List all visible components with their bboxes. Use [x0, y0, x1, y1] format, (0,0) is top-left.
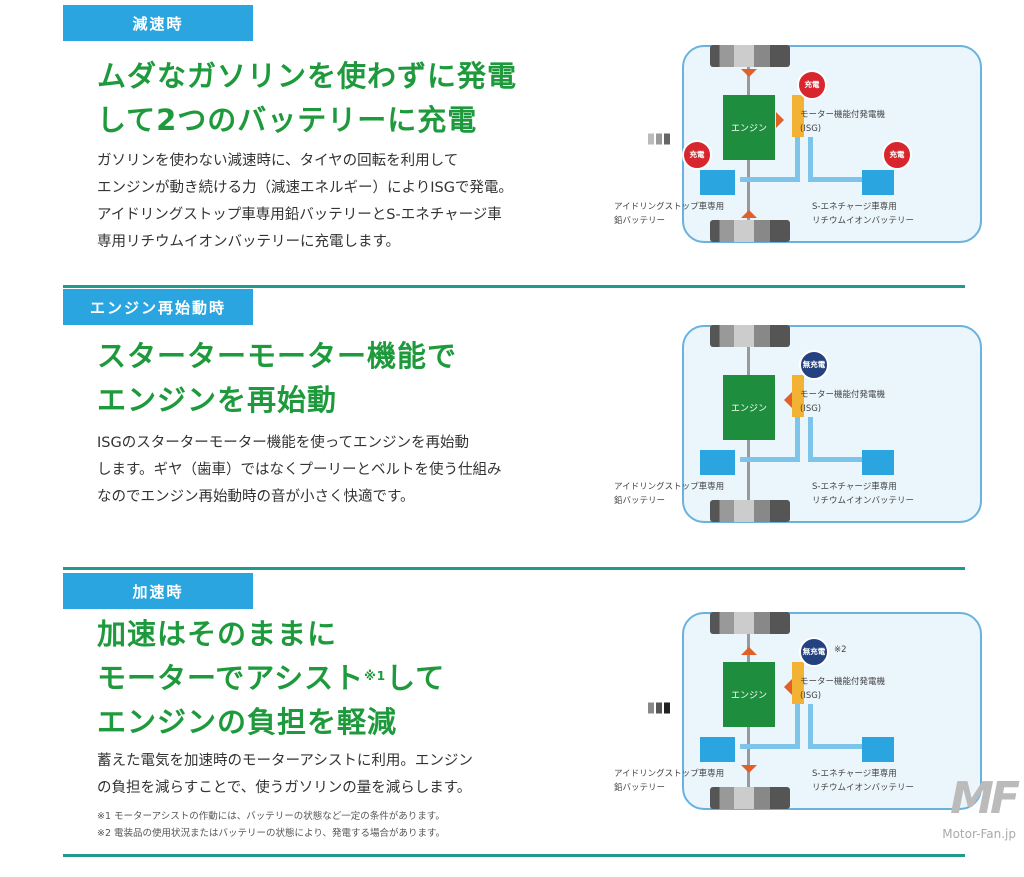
engine-box: エンジン: [723, 95, 775, 160]
charge-badge: 充電: [797, 70, 827, 100]
label-line: アイドリングストップ車専用: [614, 482, 725, 492]
isg-label-line: モーター機能付発電機: [800, 110, 886, 120]
power-line: [808, 744, 863, 749]
engine-box: エンジン: [723, 375, 775, 440]
lead-battery-label: アイドリングストップ車専用鉛バッテリー: [614, 480, 724, 508]
charge-badge: 充電: [882, 140, 912, 170]
power-line: [808, 457, 863, 462]
isg-box: [792, 662, 804, 704]
lithium-battery-label: S-エネチャージ車専用リチウムイオンバッテリー: [812, 480, 914, 508]
engine-label: エンジン: [730, 404, 767, 414]
charge-badge: 充電: [682, 140, 712, 170]
power-line: [808, 177, 863, 182]
section-title: スターターモーター機能で エンジンを再始動: [97, 339, 458, 417]
isg-label: モーター機能付発電機 (ISG): [800, 388, 885, 416]
power-line: [740, 457, 800, 462]
section-title: 加速はそのままに モーターでアシスト※1して エンジンの負担を軽減: [97, 617, 446, 739]
power-line: [740, 744, 800, 749]
footnotes: ※1 モーターアシストの作動には、バッテリーの状態など一定の条件があります。 ※…: [97, 811, 446, 839]
label-line: 鉛バッテリー: [614, 496, 666, 506]
power-line: [808, 417, 813, 462]
section-body: 蓄えた電気を加速時のモーターアシストに利用。エンジン の負担を減らすことで、使う…: [97, 753, 473, 796]
divider: [63, 854, 965, 857]
orange-arrow-up-icon: [741, 639, 757, 655]
isg-label: モーター機能付発電機 (ISG): [800, 108, 885, 136]
label-line: リチウムイオンバッテリー: [812, 783, 915, 793]
lithium-battery-label: S-エネチャージ車専用リチウムイオンバッテリー: [812, 200, 914, 228]
isg-label-line: モーター機能付発電機: [800, 390, 886, 400]
divider: [63, 285, 965, 288]
label-line: アイドリングストップ車専用: [614, 769, 725, 779]
isg-label-line: (ISG): [800, 404, 822, 414]
label-line: S-エネチャージ車専用: [812, 482, 897, 492]
tire-icon: [710, 612, 790, 634]
orange-arrow-up-icon: [741, 202, 757, 218]
isg-label: モーター機能付発電機 (ISG): [800, 675, 885, 703]
motor-fan-logo: MF Motor-Fan.jp: [942, 773, 1020, 841]
no-charge-badge: 無充電: [799, 637, 829, 667]
lithium-battery: [862, 450, 894, 475]
lithium-battery-label: S-エネチャージ車専用リチウムイオンバッテリー: [812, 767, 914, 795]
power-line: [808, 704, 813, 749]
no-charge-badge: 無充電: [799, 350, 829, 380]
orange-arrow-right-icon: [776, 112, 792, 128]
section-tag: 加速時: [63, 573, 253, 609]
power-line: [740, 177, 800, 182]
tire-icon: [710, 500, 790, 522]
label-line: リチウムイオンバッテリー: [812, 496, 915, 506]
label-line: S-エネチャージ車専用: [812, 202, 897, 212]
diagram-acceleration: エンジン モーター機能付発電機 (ISG) アイドリングストップ車専用鉛バッテリー S-…: [0, 597, 1024, 877]
divider: [63, 567, 965, 570]
section-tag: 減速時: [63, 5, 253, 41]
label-line: アイドリングストップ車専用: [614, 202, 725, 212]
forward-arrow-icon: [630, 128, 670, 150]
label-line: リチウムイオンバッテリー: [812, 216, 915, 226]
diagram-restart: エンジン モーター機能付発電機 (ISG) アイドリングストップ車専用鉛バッテリー S-…: [0, 310, 1024, 590]
orange-arrow-down-icon: [741, 69, 757, 85]
section-body: ISGのスターターモーター機能を使ってエンジンを再始動 します。ギヤ（歯車）では…: [97, 435, 502, 505]
engine-label: エンジン: [730, 691, 767, 701]
section-title: ムダなガソリンを使わずに発電 して2つのバッテリーに充電: [97, 59, 518, 137]
label-line: 鉛バッテリー: [614, 783, 666, 793]
tire-icon: [710, 787, 790, 809]
power-line: [795, 137, 800, 182]
isg-label-line: モーター機能付発電機: [800, 677, 886, 687]
section-tag: エンジン再始動時: [63, 289, 253, 325]
lithium-battery: [862, 737, 894, 762]
engine-box: エンジン: [723, 662, 775, 727]
lithium-battery: [862, 170, 894, 195]
note2-label: ※2: [834, 645, 847, 655]
power-line: [795, 417, 800, 462]
tire-icon: [710, 45, 790, 67]
tire-icon: [710, 325, 790, 347]
forward-arrow-icon: [630, 697, 670, 719]
power-line: [808, 137, 813, 182]
lead-battery-label: アイドリングストップ車専用鉛バッテリー: [614, 200, 724, 228]
lead-battery-label: アイドリングストップ車専用鉛バッテリー: [614, 767, 724, 795]
tire-icon: [710, 220, 790, 242]
label-line: S-エネチャージ車専用: [812, 769, 897, 779]
section-body: ガソリンを使わない減速時に、タイヤの回転を利用して エンジンが動き続ける力（減速…: [97, 153, 513, 250]
isg-box: [792, 375, 804, 417]
isg-label-line: (ISG): [800, 691, 822, 701]
diagram-deceleration: エンジン モーター機能付発電機 (ISG) アイドリングストップ車専用鉛バッテリー S-…: [0, 30, 1024, 310]
orange-arrow-left-icon: [776, 392, 792, 408]
engine-label: エンジン: [730, 124, 767, 134]
lead-battery: [700, 450, 735, 475]
lead-battery: [700, 737, 735, 762]
label-line: 鉛バッテリー: [614, 216, 666, 226]
isg-box: [792, 95, 804, 137]
orange-arrow-down-icon: [741, 765, 757, 781]
power-line: [795, 704, 800, 749]
isg-label-line: (ISG): [800, 124, 822, 134]
orange-arrow-left-icon: [776, 679, 792, 695]
lead-battery: [700, 170, 735, 195]
